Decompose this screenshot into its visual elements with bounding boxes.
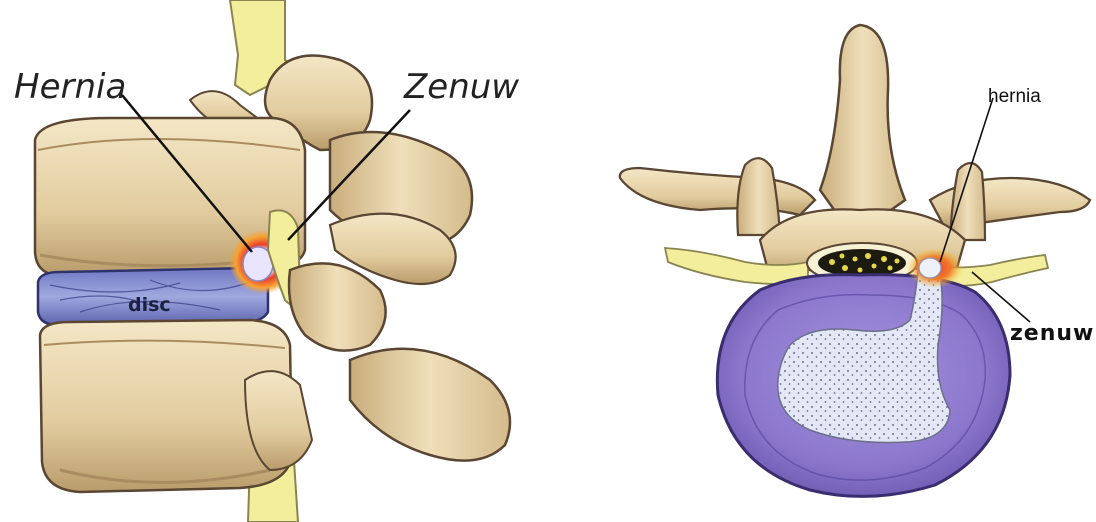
left-articular-process <box>737 158 780 235</box>
label-nerve-left: Zenuw <box>403 67 519 107</box>
label-disc: disc <box>128 294 171 316</box>
right-top-view: hernia zenuw <box>620 25 1095 496</box>
label-hernia-right: hernia <box>988 86 1041 107</box>
label-hernia-left: Hernia <box>14 67 126 107</box>
label-nerve-right: zenuw <box>1010 321 1094 346</box>
lower-spinous-process <box>350 349 510 461</box>
hernia-tip-right <box>919 258 941 278</box>
left-transverse-process <box>620 168 815 215</box>
spinous-process-top <box>820 25 905 225</box>
left-side-view: Hernia Zenuw disc <box>14 0 519 522</box>
lower-facet-process <box>289 263 386 350</box>
